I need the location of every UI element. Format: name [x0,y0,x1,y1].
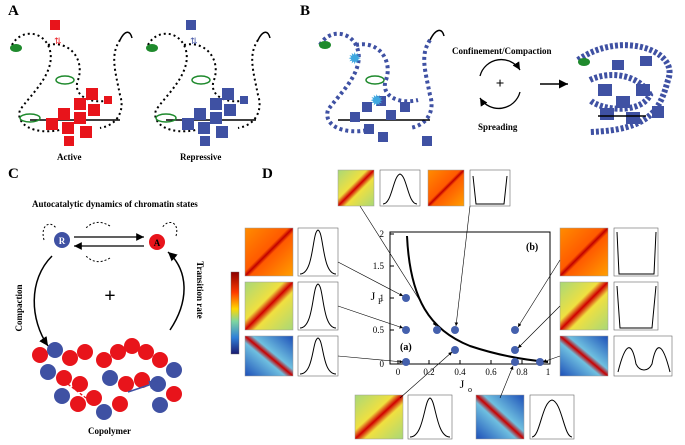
y-axis-subscript: F [378,297,383,306]
panel-label-a: A [8,3,19,19]
green-marker-icon [146,44,158,52]
phase-point [451,326,459,334]
y-axis-label: J [371,289,376,303]
region-b-label: (b) [526,242,538,253]
phase-point [402,326,410,334]
panel-c-title: Autocatalytic dynamics of chromatin stat… [32,199,198,209]
star-icon: ✹ [370,93,383,110]
y-tick-label: 0 [380,359,385,369]
state-r-node [54,232,70,248]
panel-c-diagram [32,221,185,420]
green-marker-icon [10,44,22,52]
panel-a-repressive-diagram: ⇅ [146,20,271,146]
panel-d-heatmaps [230,169,673,440]
x-tick-label: 0 [396,367,401,377]
copolymer-label: Copolymer [88,426,131,436]
star-icon: ✹ [348,51,361,68]
phase-diagram-plot [337,205,561,399]
region-a-label: (a) [400,342,412,353]
phase-point [511,358,519,366]
state-r-label: R [59,236,66,246]
phase-point [536,358,544,366]
active-caption: Active [57,152,82,162]
panel-a-active-diagram: ⇅ [10,20,133,146]
phase-point [511,346,519,354]
panel-b-cycle-diagram [479,58,568,110]
x-tick-label: 0.6 [485,367,497,377]
green-marker-icon [319,41,331,49]
panel-b-compacted-polymer [576,42,673,135]
phase-point [451,346,459,354]
y-tick-label: 1.5 [373,261,385,271]
state-a-node [149,234,165,250]
phase-point [433,326,441,334]
compaction-label: Compaction [14,285,24,332]
phase-point [402,294,410,302]
panel-label-c: C [8,166,19,182]
panel-b-polymer-diagram: ✹ ✹ [318,29,445,146]
state-a-label: A [154,238,161,248]
y-tick-label: 0.5 [373,325,385,335]
svg-text:⇅: ⇅ [190,36,198,46]
y-tick-label: 2 [380,229,385,239]
x-tick-label: 1 [546,367,551,377]
panel-label-d: D [262,166,273,182]
repressive-caption: Repressive [180,152,222,162]
transition-rate-label: Transition rate [195,261,205,319]
panel-b-plus: + [496,76,505,92]
spreading-label: Spreading [478,122,518,132]
svg-text:⇅: ⇅ [54,36,62,46]
phase-point [511,326,519,334]
x-axis-subscript: o [468,385,472,394]
phase-point [402,358,410,366]
x-axis-label: J [460,377,465,391]
panel-label-b: B [300,3,311,19]
confinement-label: Confinement/Compaction [452,46,552,56]
green-marker-icon [578,58,590,66]
x-tick-label: 0.4 [454,367,466,377]
panel-c-plus: + [104,285,115,307]
y-tick-label: 1 [380,293,385,303]
x-tick-label: 0.8 [516,367,528,377]
x-tick-label: 0.2 [423,367,434,377]
